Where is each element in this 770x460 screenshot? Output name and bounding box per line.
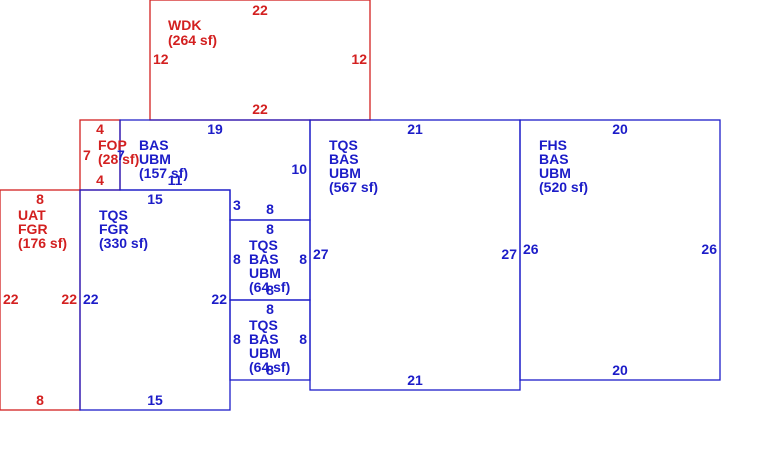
bas-ubm-dim-right: 10 (291, 161, 307, 177)
tqs-main-dim-bottom: 21 (407, 372, 423, 388)
area-wdk: WDK (264 sf) 22 12 12 22 (149, 0, 371, 121)
uat-code: UAT (18, 207, 46, 223)
area-tqs-main: TQS BAS UBM (567 sf) 21 27 27 21 (309, 119, 521, 391)
tqs-fgr-area: (330 sf) (99, 235, 148, 251)
bas-ubm-area: (157 sf) (139, 165, 188, 181)
tqs-bas-lower-dim-right: 8 (299, 331, 307, 347)
tqs-bas-lower-type2: UBM (249, 345, 281, 361)
fop-labels: FOP (28 sf) (98, 137, 139, 167)
tqs-bas-upper-dim-bottom: 8 (266, 282, 274, 298)
fhs-code: FHS (539, 137, 567, 153)
tqs-bas-lower-area: (64 sf) (249, 359, 290, 375)
tqs-fgr-type: FGR (99, 221, 129, 237)
uat-type: FGR (18, 221, 48, 237)
tqs-bas-upper-type1: BAS (249, 251, 279, 267)
wdk-dim-right: 12 (351, 51, 367, 67)
fhs-outline (519, 119, 721, 381)
tqs-fgr-code: TQS (99, 207, 128, 223)
uat-dim-right: 22 (61, 291, 77, 307)
area-tqs-bas-upper: TQS BAS UBM (64 sf) 8 8 8 8 (229, 219, 311, 301)
tqs-bas-upper-dim-top: 8 (266, 221, 274, 237)
fop-code: FOP (98, 137, 127, 153)
fop-area: (28 sf) (98, 151, 139, 167)
tqs-main-area: (567 sf) (329, 179, 378, 195)
area-tqs-bas-lower: TQS BAS UBM (64 sf) 8 8 8 8 (229, 299, 311, 381)
tqs-main-dim-top: 21 (407, 121, 423, 137)
tqs-bas-upper-code: TQS (249, 237, 278, 253)
tqs-bas-lower-type1: BAS (249, 331, 279, 347)
uat-dim-top: 8 (36, 191, 44, 207)
area-uat: UAT FGR (176 sf) 8 22 22 8 (0, 189, 81, 411)
wdk-code: WDK (168, 17, 201, 33)
bas-ubm-dim-left: 7 (117, 147, 125, 163)
uat-area: (176 sf) (18, 235, 67, 251)
bas-ubm-dim-step: 3 (233, 197, 241, 213)
tqs-main-type2: UBM (329, 165, 361, 181)
fhs-dim-right: 26 (701, 241, 717, 257)
tqs-bas-lower-dim-top: 8 (266, 301, 274, 317)
bas-ubm-dim-bottom: 11 (168, 172, 183, 188)
bas-ubm-code: BAS (139, 137, 169, 153)
tqs-fgr-dim-right: 22 (211, 291, 227, 307)
fop-dim-top: 4 (96, 121, 104, 137)
fhs-dim-top: 20 (612, 121, 628, 137)
area-fhs: FHS BAS UBM (520 sf) 20 26 26 20 (519, 119, 721, 381)
tqs-main-type1: BAS (329, 151, 359, 167)
tqs-fgr-dim-left: 22 (83, 291, 99, 307)
fhs-dim-bottom: 20 (612, 362, 628, 378)
fhs-type1: BAS (539, 151, 569, 167)
tqs-bas-lower-code: TQS (249, 317, 278, 333)
fop-dim-left: 7 (83, 147, 91, 163)
tqs-bas-lower-dim-bottom: 8 (266, 362, 274, 378)
fhs-area: (520 sf) (539, 179, 588, 195)
tqs-bas-upper-dim-left: 8 (233, 251, 241, 267)
tqs-fgr-dim-top: 15 (147, 191, 163, 207)
uat-dim-left: 22 (3, 291, 19, 307)
area-bas-ubm: BAS UBM (157 sf) 19 7 10 11 3 8 (117, 119, 311, 221)
tqs-bas-upper-dim-right: 8 (299, 251, 307, 267)
uat-dim-bottom: 8 (36, 392, 44, 408)
tqs-fgr-dim-bottom: 15 (147, 392, 163, 408)
fhs-type2: UBM (539, 165, 571, 181)
fhs-dim-left: 26 (523, 241, 539, 257)
wdk-dim-left: 12 (153, 51, 169, 67)
bas-ubm-dim-inner: 8 (266, 201, 274, 217)
tqs-bas-upper-type2: UBM (249, 265, 281, 281)
wdk-dim-bottom: 22 (252, 101, 268, 117)
tqs-main-dim-left: 27 (313, 246, 329, 262)
area-tqs-fgr: TQS FGR (330 sf) 15 22 22 15 (79, 189, 231, 411)
wdk-area: (264 sf) (168, 32, 217, 48)
tqs-main-dim-right: 27 (501, 246, 517, 262)
fop-dim-bottom: 4 (96, 172, 104, 188)
tqs-bas-lower-dim-left: 8 (233, 331, 241, 347)
tqs-bas-upper-area: (64 sf) (249, 279, 290, 295)
bas-ubm-type: UBM (139, 151, 171, 167)
wdk-dim-top: 22 (252, 2, 268, 18)
tqs-main-code: TQS (329, 137, 358, 153)
bas-ubm-dim-top: 19 (207, 121, 223, 137)
